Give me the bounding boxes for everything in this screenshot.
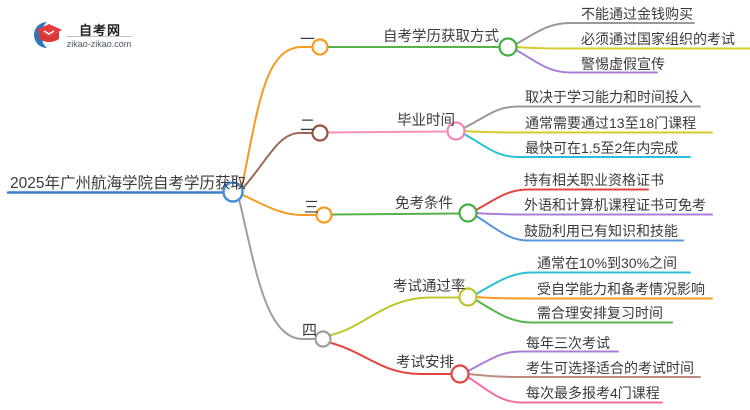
edge-root-branch4 [238,198,316,340]
leaf-label: 持有相关职业资格证书 [524,172,664,188]
edge-root-branch2 [242,132,313,189]
edge-leaf-2-2 [463,130,713,134]
leaf-label: 取决于学习能力和时间投入 [525,89,693,105]
edge-leaf-3-2 [475,212,713,216]
edge-leaf-2-1 [463,105,701,129]
branch3-node-circle [315,206,333,224]
logo-site-url: zikao-zikao.com [66,36,132,49]
logo-site-name: 自考网 [79,23,122,38]
branch3-index-label: 三 [304,199,320,216]
root-title: 2025年广州航海学院自考学历获取 [10,175,246,192]
edge-leaf-4b-2 [467,373,701,378]
branch2-index-label: 二 [300,117,316,134]
topic-label-huoqufangshi: 自考学历获取方式 [383,29,499,45]
leaf-label: 警惕虚假宣传 [581,56,665,72]
branch1-node-circle [311,38,329,56]
branch4-index-label: 四 [302,322,318,339]
leaf-label: 外语和计算机课程证书可免考 [524,197,706,213]
edge-branch3-topic [331,212,460,216]
edge-leaf-3-3 [475,215,684,242]
branch1-index-label: 一 [300,31,316,48]
edge-leaf-4b-3 [467,376,663,404]
branch2-node-circle [311,124,329,142]
leaf-label: 需合理安排复习时间 [537,305,663,321]
edge-root-branch1 [241,46,313,187]
topic-label-tongguolv: 考试通过率 [393,279,466,295]
edge-leaf-4b-1 [467,350,619,372]
leaf-label: 考生可选择适合的考试时间 [526,360,694,376]
leaf-label: 不能通过金钱购买 [581,6,693,22]
leaf-label: 通常需要通过13至18门课程 [525,115,697,131]
topic-label-kaoshianpai: 考试安排 [396,355,454,371]
topic-circle-kaoshianpai [450,364,470,384]
branch4-node-circle [314,330,332,348]
edge-leaf-2-3 [463,133,691,158]
edge-leaf-1-2 [515,46,750,50]
leaf-label: 每年三次考试 [526,335,610,351]
edge-branch4-topic2 [330,342,452,375]
edge-branch2-topic [327,130,448,134]
topic-circle-biyeshijian [446,121,466,141]
leaf-label: 最快可在1.5至2年内完成 [525,140,679,156]
edge-branch4-topic1 [330,296,460,336]
root-node-circle [222,181,244,203]
topic-label-miankaotiaojian: 免考条件 [395,196,453,212]
edge-root-branch3 [242,194,317,216]
leaf-label: 每次最多报考4门课程 [526,385,660,401]
edge-leaf-1-3 [515,49,658,74]
edge-leaf-4a-3 [475,299,673,324]
leaf-label: 鼓励利用已有知识和技能 [524,223,678,239]
edge-leaf-3-1 [475,188,649,211]
graduation-cap-icon [33,21,63,49]
topic-circle-miankaotiaojian [458,203,478,223]
topic-circle-tongguolv [458,287,478,307]
edge-leaf-4a-2 [475,296,713,300]
edge-leaf-4a-1 [475,271,691,295]
edge-leaf-1-1 [515,22,695,45]
leaf-label: 必须通过国家组织的考试 [581,31,735,47]
leaf-label: 通常在10%到30%之间 [537,255,678,271]
topic-label-biyeshijian: 毕业时间 [397,113,455,129]
topic-circle-huoqufangshi [498,37,518,57]
leaf-label: 受自学能力和备考情况影响 [537,281,705,297]
